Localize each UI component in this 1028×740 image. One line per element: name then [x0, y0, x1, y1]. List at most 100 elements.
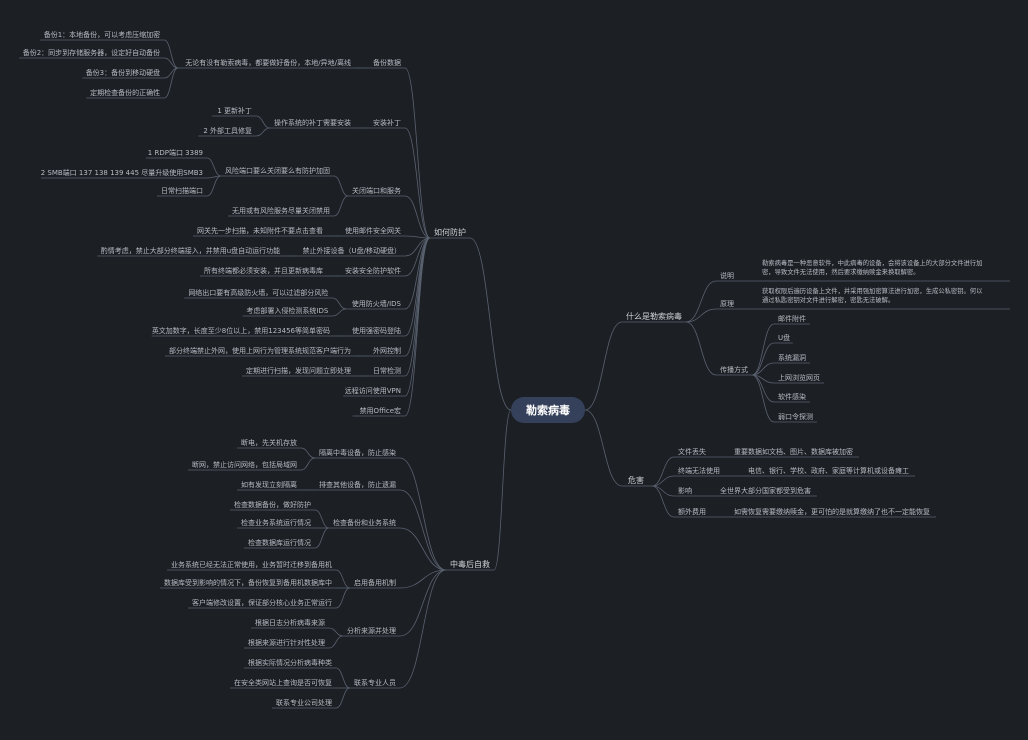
node-protect-0-0-2[interactable]: 备份3：备份到移动硬盘	[86, 68, 160, 77]
edge-rescue-4-0	[328, 627, 344, 637]
branch-rescue[interactable]: 中毒后自救	[450, 559, 490, 569]
node-rescue-5-1[interactable]: 在安全类网站上查询是否可恢复	[234, 678, 332, 687]
root-label[interactable]: 勒索病毒	[526, 403, 570, 417]
node-protect-0[interactable]: 备份数据	[373, 58, 401, 67]
edge-rescue-4	[399, 569, 447, 637]
node-rescue-5-0[interactable]: 根据实际情况分析病毒种类	[248, 658, 332, 667]
edge-rescue-2-0	[314, 509, 330, 529]
node-whatis-2-1[interactable]: U盘	[778, 333, 790, 342]
node-whatis-0[interactable]: 说明	[720, 271, 734, 280]
node-rescue-4-0[interactable]: 根据日志分析病毒来源	[255, 618, 325, 627]
edge-protect-10	[404, 237, 431, 397]
node-protect-3[interactable]: 使用邮件安全网关	[345, 226, 401, 235]
node-protect-6[interactable]: 使用防火墙/IDS	[352, 299, 402, 308]
node-protect-5-0[interactable]: 所有终端都必须安装，并且更新病毒库	[204, 266, 323, 275]
node-protect-0-0-1[interactable]: 备份2：同步到存储服务器，设定好自动备份	[23, 48, 160, 57]
node-protect-8-0[interactable]: 部分终端禁止外网，使用上网行为管理系统规范客户端行为	[169, 346, 351, 355]
node-rescue-2-1[interactable]: 检查业务系统运行情况	[241, 518, 311, 527]
edge-protect-2-0-0	[206, 157, 222, 177]
edge-rescue-2-2	[314, 527, 330, 549]
node-protect-4[interactable]: 禁止外接设备（U盘/移动硬盘）	[303, 246, 401, 255]
edge-protect-2-1	[333, 195, 349, 217]
node-protect-11[interactable]: 禁用Office宏	[360, 406, 401, 415]
branch-harm[interactable]: 危害	[628, 475, 644, 485]
edge-root-whatis	[584, 321, 623, 411]
edge-rescue-0-1	[300, 457, 316, 471]
node-whatis-0-text-line: 密，导致文件无法使用，然后要求缴纳赎金来换取解密。	[762, 267, 919, 276]
edge-rescue-1	[399, 489, 447, 571]
node-whatis-1-text-line: 获取权限后遍历设备上文件，并采用强加密算法进行加密，生成公私密钥。何以	[762, 286, 983, 295]
node-whatis-1-text-line: 通过私匙密钥对文件进行解密，密匙无法破解。	[762, 295, 894, 304]
edge-protect-2	[404, 195, 431, 239]
node-rescue-2-2[interactable]: 检查数据库运行情况	[248, 538, 311, 547]
node-protect-0-0[interactable]: 无论有没有勒索病毒，都要做好备份，本地/异地/离线	[185, 58, 351, 67]
node-protect-1-0-1[interactable]: 2 外部工具修复	[203, 126, 252, 135]
node-whatis-2-3[interactable]: 上网浏览网页	[778, 373, 820, 382]
node-protect-6-1[interactable]: 考虑部署入侵检测系统IDS	[246, 306, 328, 315]
node-protect-1[interactable]: 安装补丁	[373, 118, 401, 127]
node-protect-0-0-3[interactable]: 定期检查备份的正确性	[90, 88, 160, 97]
node-whatis-2-0[interactable]: 邮件附件	[778, 314, 806, 323]
node-rescue-0-0[interactable]: 断电，先关机存放	[241, 438, 297, 447]
node-protect-9[interactable]: 日常检测	[373, 366, 401, 375]
node-harm-0-text: 重要数据如文档、图片、数据库被加密	[734, 447, 853, 456]
node-protect-9-0[interactable]: 定期进行扫描，发现问题立即处理	[246, 366, 351, 375]
node-rescue-3-2[interactable]: 客户端修改设置，保证部分核心业务正常运行	[192, 598, 332, 607]
node-rescue-1-0[interactable]: 如有发现立刻隔离	[241, 480, 297, 489]
node-protect-8[interactable]: 外网控制	[373, 346, 401, 355]
node-harm-3-text: 如需恢复需要缴纳赎金，更可怕的是就算缴纳了也不一定能恢复	[734, 507, 930, 516]
node-protect-7[interactable]: 使用强密码登陆	[352, 326, 401, 335]
node-protect-6-0[interactable]: 网络出口要有高级防火墙，可以过滤部分风险	[188, 288, 328, 297]
node-harm-0[interactable]: 文件丢失	[678, 447, 706, 456]
node-harm-2[interactable]: 影响	[678, 486, 692, 495]
node-protect-7-0[interactable]: 英文加数字，长度至少8位以上，禁用123456等简单密码	[152, 326, 330, 335]
node-whatis-2-4[interactable]: 软件感染	[778, 392, 806, 401]
branch-protect[interactable]: 如何防护	[434, 227, 466, 237]
node-protect-2-0[interactable]: 风险端口要么关闭要么有防护加固	[225, 166, 330, 175]
edge-rescue-5-2	[335, 687, 351, 709]
node-harm-3[interactable]: 额外费用	[678, 507, 706, 516]
node-rescue-2-0[interactable]: 检查数据备份，做好防护	[234, 500, 311, 509]
node-protect-10[interactable]: 远程访问使用VPN	[345, 386, 401, 395]
edge-protect-1-0-0	[255, 115, 271, 129]
node-protect-2[interactable]: 关闭端口和服务	[352, 186, 401, 195]
node-rescue-3-0[interactable]: 业务系统已经无法正常使用，业务暂时迁移到备用机	[171, 560, 332, 569]
node-protect-2-0-1[interactable]: 2 SMB端口 137 138 139 445 尽量升级使用SMB3	[41, 168, 203, 177]
edge-rescue-5	[399, 569, 447, 689]
node-protect-5[interactable]: 安装安全防护软件	[345, 266, 401, 275]
edge-harm-1	[651, 475, 675, 487]
edge-protect-2-0	[333, 175, 349, 197]
node-rescue-4-1[interactable]: 根据来源进行针对性处理	[248, 638, 325, 647]
node-rescue-0[interactable]: 隔离中毒设备，防止感染	[319, 448, 396, 457]
branch-whatis[interactable]: 什么是勒索病毒	[626, 311, 682, 321]
edge-whatis-2-0	[751, 323, 775, 376]
node-whatis-2-5[interactable]: 弱口令探测	[778, 412, 813, 421]
edge-protect-11	[404, 237, 431, 417]
node-rescue-4[interactable]: 分析来源并处理	[347, 626, 396, 635]
node-rescue-3-1[interactable]: 数据库受到影响的情况下，备份恢复到备用机数据库中	[164, 578, 332, 587]
edge-whatis-1	[685, 308, 717, 323]
node-harm-1[interactable]: 终端无法使用	[678, 466, 720, 475]
node-protect-2-0-2[interactable]: 日常扫描端口	[161, 186, 203, 195]
node-protect-1-0-0[interactable]: 1 更新补丁	[217, 106, 252, 115]
node-protect-0-0-0[interactable]: 备份1：本地备份，可以考虑压缩加密	[44, 30, 160, 39]
node-whatis-1[interactable]: 原理	[720, 300, 734, 308]
root-node[interactable]: 勒索病毒	[511, 397, 585, 423]
node-rescue-5[interactable]: 联系专业人员	[354, 678, 396, 687]
node-harm-2-text: 全世界大部分国家都受到危害	[720, 486, 811, 495]
node-rescue-3[interactable]: 启用备用机制	[354, 578, 396, 587]
node-rescue-5-2[interactable]: 联系专业公司处理	[276, 698, 332, 707]
edge-rescue-0	[399, 457, 447, 571]
node-protect-2-0-0[interactable]: 1 RDP端口 3389	[148, 148, 203, 157]
node-whatis-2-2[interactable]: 系统漏洞	[778, 353, 806, 362]
node-rescue-1[interactable]: 排查其他设备，防止遗漏	[319, 480, 396, 489]
node-rescue-2[interactable]: 检查备份和业务系统	[333, 518, 396, 527]
edge-whatis-2	[685, 321, 717, 376]
node-protect-1-0[interactable]: 操作系统的补丁需要安装	[274, 118, 351, 127]
node-protect-2-1[interactable]: 无用或有风险服务尽量关闭禁用	[232, 206, 330, 215]
node-rescue-0-1[interactable]: 断网，禁止访问网络，包括局域网	[192, 460, 297, 469]
node-protect-3-0[interactable]: 网关先一步扫描，未知附件不要点击查看	[197, 226, 323, 235]
node-protect-4-0[interactable]: 酌情考虑，禁止大部分终端接入，并禁用u盘自动运行功能	[101, 246, 280, 255]
node-whatis-2[interactable]: 传播方式	[720, 365, 748, 374]
edge-whatis-0	[685, 280, 717, 323]
